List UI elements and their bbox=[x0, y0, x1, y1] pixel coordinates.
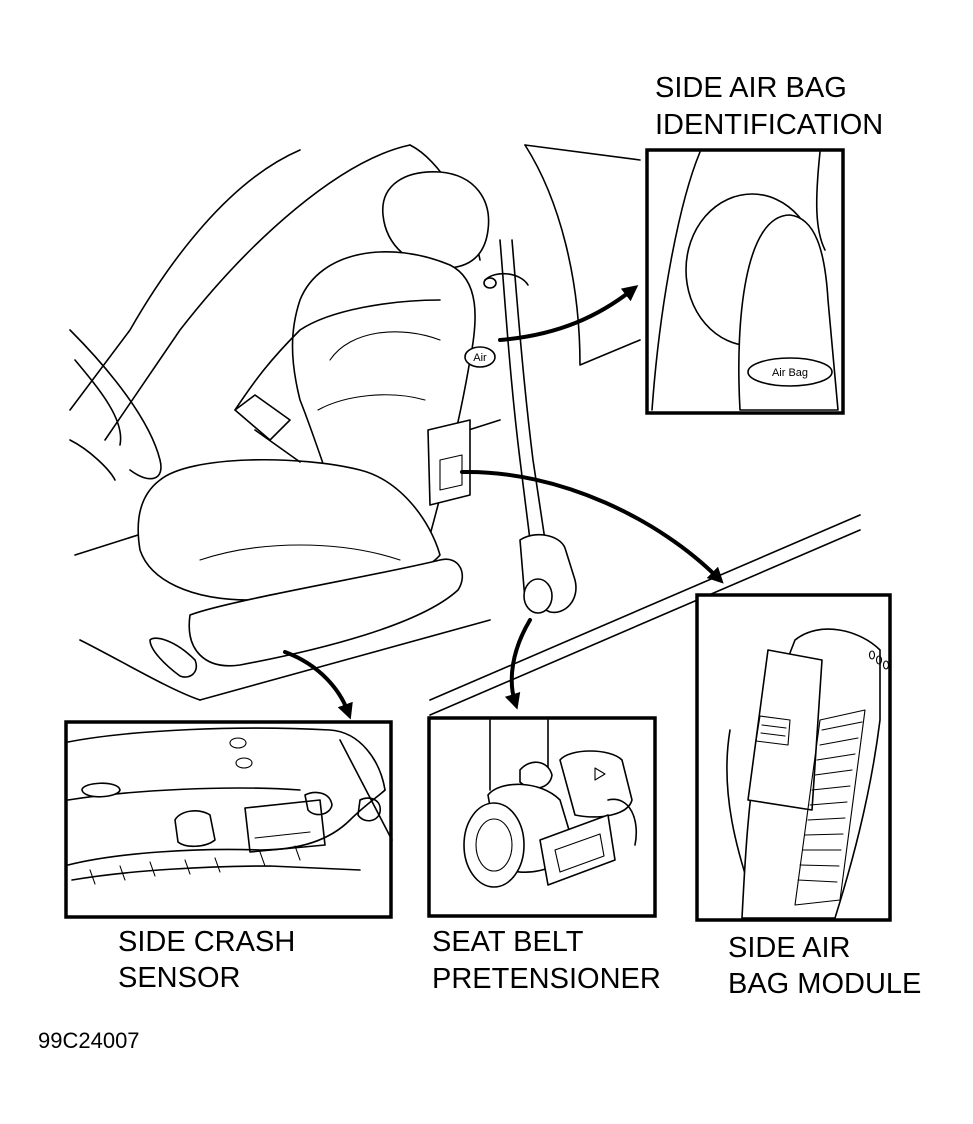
arrow-to-crash-sensor bbox=[283, 650, 353, 720]
inset-identification: Air Bag bbox=[645, 148, 845, 415]
arrow-to-module bbox=[460, 469, 724, 584]
figure-code: 99C24007 bbox=[38, 1028, 140, 1053]
label-pretensioner-line2: PRETENSIONER bbox=[432, 963, 661, 995]
inset-module bbox=[695, 593, 892, 922]
label-crash-sensor-line2: SENSOR bbox=[118, 962, 240, 994]
inset-pretensioner bbox=[427, 716, 657, 918]
seat-air-tag-text: Air bbox=[473, 352, 487, 364]
label-identification-line2: IDENTIFICATION bbox=[655, 109, 883, 141]
label-pretensioner-line1: SEAT BELT bbox=[432, 926, 584, 958]
label-identification-line1: SIDE AIR BAG bbox=[655, 72, 847, 104]
seat-air-tag bbox=[464, 346, 496, 368]
label-module-line2: BAG MODULE bbox=[728, 968, 921, 1000]
label-module-line1: SIDE AIR bbox=[728, 932, 851, 964]
seat-illustration: Air bbox=[69, 144, 861, 716]
arrow-to-identification bbox=[498, 285, 639, 342]
inset-air-bag-tag bbox=[747, 357, 833, 387]
label-crash-sensor-line1: SIDE CRASH bbox=[118, 926, 295, 958]
callout-arrows bbox=[283, 285, 724, 720]
arrow-to-pretensioner bbox=[504, 618, 532, 710]
inset-air-bag-tag-text: Air Bag bbox=[772, 367, 808, 379]
inset-crash-sensor bbox=[64, 720, 393, 919]
